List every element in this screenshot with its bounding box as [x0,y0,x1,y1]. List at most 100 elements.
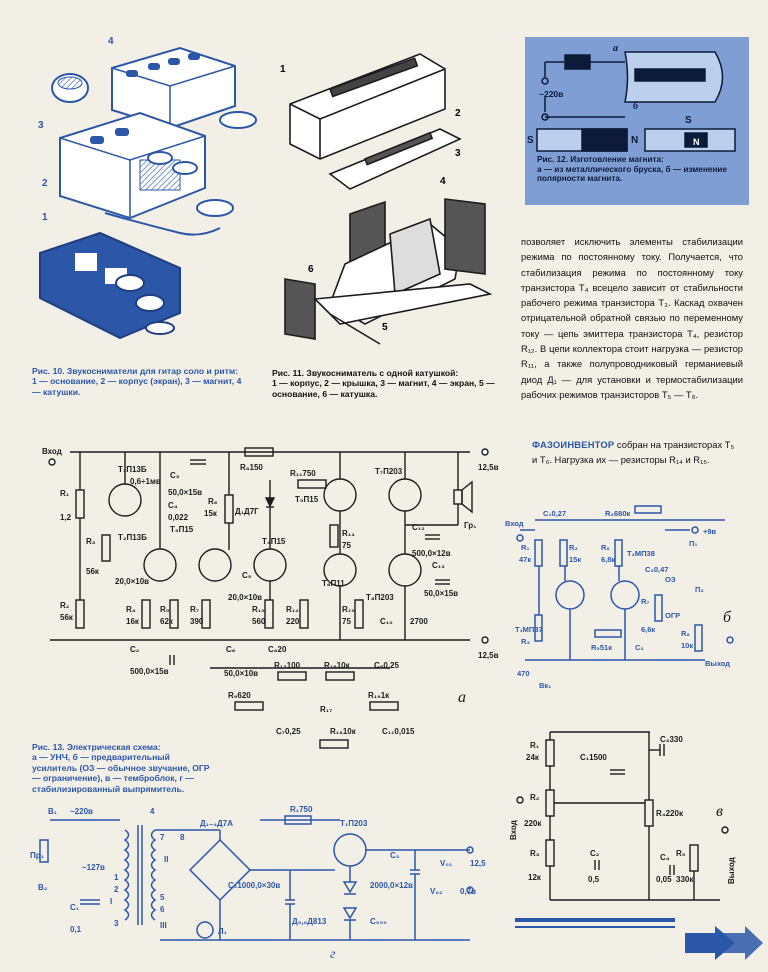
fig11-callout-5: 5 [382,322,388,333]
schematic-a-label: Т₁П13Б [118,465,147,474]
schematic-d-label: С₁ [70,903,80,912]
schematic-a-label: R₂ [60,601,70,610]
schematic-d-label: 7 [160,833,165,842]
fig11-illustration: 1 2 3 4 6 5 [280,53,493,345]
schematic-c-label: 330к [676,875,694,884]
schematic-a-label: 62к [160,617,174,626]
fig12-s-left: S [527,135,534,146]
fig12-caption-items: а — из металлического бруска, б — измене… [537,164,727,184]
schematic-c-label: 0,05 [656,875,672,884]
schematic-d-label: 1 [114,873,119,882]
fig10-caption-title: Рис. 10. Звукосниматели для гитар соло и… [32,366,239,376]
fig10-callout-3: 3 [38,120,44,131]
schematic-a-label: 15к [204,509,218,518]
fig12-s-right: S [685,115,692,126]
schematic-a-label: R₁ [60,489,70,498]
schematic-b-label: Вк₁ [539,681,551,690]
section-heading: ФАЗОИНВЕНТОР [532,439,615,450]
schematic-a-speaker: Гр₁ [464,521,477,530]
schematic-d-label: ~220в [70,807,93,816]
schematic-b: Вход Выход +9в С₁0,27 R₄680к R₁ 47к R₂ 1… [505,505,734,690]
schematic-a-label: Т₃П15 [170,525,194,534]
pickup-middle [59,111,234,236]
schematic-a-label: R₁₀ [252,605,265,614]
section-text: собран на транзисторах Т₅ и Т₆. Нагрузка… [532,439,735,466]
fig10-caption: Рис. 10. Звукосниматели для гитар соло и… [32,366,242,397]
schematic-a-label: R₇ [190,605,199,614]
schematic-d-label: Т₁П203 [340,819,368,828]
schematic-d-label: 6 [160,905,165,914]
schematic-b-label: R₃ [521,637,530,646]
schematic-a-label: R₃ [86,537,96,546]
schematic-b-label: R₇ [641,597,649,606]
pickup-top [51,46,257,130]
schematic-a-label: С₇0,25 [276,727,301,736]
schematic-a-label: Т₄П15 [262,537,286,546]
fig13-caption-title: Рис. 13. Электрическая схема: [32,742,161,752]
schematic-b-label: ОЗ [665,575,676,584]
schematic-a-label: Т₂П13Б [118,533,147,542]
pickup-base [39,231,181,340]
schematic-d-label: V₀₂ [430,887,443,896]
schematic-a-label: С₉0,25 [374,661,400,670]
schematic-a-label: R₄ [126,605,136,614]
schematic-a-label: С₁₂ [412,523,425,532]
fig12-voltage: ~220в [539,89,563,99]
schematic-a-label: 1,2 [60,513,72,522]
schematic-d-label: R₁750 [290,805,313,814]
schematic-d-label: ~127в [82,863,105,872]
schematic-d-label: 5 [160,893,165,902]
fig11-callout-6: 6 [308,264,314,275]
schematic-d-label: 12,5 [470,859,486,868]
fig12-label-a: а [613,43,618,54]
schematic-a-label: R₆ [208,497,218,506]
schematic-c-label: R₃ [530,849,540,858]
fig11-caption-title: Рис. 11. Звукосниматель с одной катушкой… [272,368,459,378]
schematic-d-label: С₂1000,0×30в [228,881,280,890]
schematic-a-input: Вход [42,447,62,456]
schematic-a-label: 56к [86,567,100,576]
schematic-c-label: 220к [524,819,542,828]
schematic-a-label: R₅ [160,605,170,614]
fig13-caption: Рис. 13. Электрическая схема: а — УНЧ, б… [32,742,212,794]
schematic-d-label: Пр₁ [30,851,45,860]
schematic-b-label: R₆ [601,543,610,552]
schematic-a-label: R₁₁750 [290,469,316,478]
fig13-caption-items: а — УНЧ, б — предварительный усилитель (… [32,752,210,794]
schematic-a-label: 75 [342,617,351,626]
schematic-a-letter: а [458,689,466,706]
schematic-c-label: С₁1500 [580,753,607,762]
schematic-a-label: R₁₆10к [324,661,351,670]
schematic-a-label: Т₆П11 [322,579,345,588]
schematic-c-label: С₄ [660,853,670,862]
schematic-c-label: 0,5 [588,875,600,884]
fig12-n-right: N [693,137,700,147]
schematic-a-label: 16к [126,617,140,626]
schematic-b-label: R₈ [681,629,690,638]
schematic-c-label: С₃330 [660,735,683,744]
article-body-paragraph: позволяет исключить элементы стабилизаци… [521,234,743,402]
schematic-a-label: С₈20 [268,645,287,654]
fig11-caption: Рис. 11. Звукосниматель с одной катушкой… [272,368,502,399]
schematic-b-label: Т₁МП37 [515,625,543,634]
fig12-label-b: б [633,101,639,112]
schematic-a-label: R₈150 [240,463,263,472]
fig12-illustration: а б ~220в S N S N [527,43,736,152]
fig11-caption-items: 1 — корпус, 2 — крышка, 3 — магнит, 4 — … [272,378,495,399]
schematic-a-label: С₂ [130,645,140,654]
footer-ornament [515,918,763,960]
schematic-b-label: 470 [517,669,530,678]
fig11-callout-3: 3 [455,148,461,159]
schematic-a-label: С₅ [242,571,252,580]
schematic-a-label: Т₇П203 [375,467,403,476]
schematic-c-label: R₅ [676,849,686,858]
schematic-b-output: Выход [705,659,730,668]
schematic-b-letter: б [723,609,732,626]
schematic-c-label: 12к [528,873,542,882]
schematic-c-input: Вход [509,820,518,840]
schematic-a-label: С₁₃ [432,561,445,570]
fig10-callout-4: 4 [108,36,114,47]
schematic-a-label: С₆ [226,645,236,654]
schematic-d-label: С₃ [390,851,400,860]
schematic-a-supply-top: 12,5в [478,463,499,472]
